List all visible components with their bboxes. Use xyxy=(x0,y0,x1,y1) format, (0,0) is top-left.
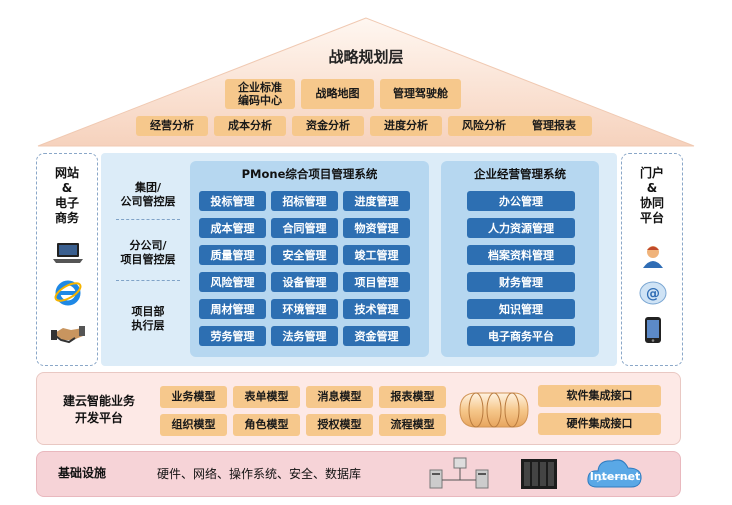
pmone-module: 法务管理 xyxy=(271,326,338,346)
pmone-module: 合同管理 xyxy=(271,218,338,238)
strategy-analysis-risk: 风险分析 xyxy=(448,116,520,136)
enterprise-module: 人力资源管理 xyxy=(467,218,575,238)
level-line: 公司管控层 xyxy=(120,195,176,208)
pmone-module: 物资管理 xyxy=(343,218,410,238)
pmone-module: 进度管理 xyxy=(343,191,410,211)
right-title-line: & xyxy=(646,181,658,195)
pmone-module: 招标管理 xyxy=(271,191,338,211)
ie-browser-icon xyxy=(54,280,82,306)
dev-model: 流程模型 xyxy=(379,414,446,436)
left-title-line: 商务 xyxy=(54,211,79,225)
pmone-title: PMone综合项目管理系统 xyxy=(241,167,378,181)
pmone-module: 质量管理 xyxy=(199,245,266,265)
dev-model: 业务模型 xyxy=(160,386,227,408)
level-divider xyxy=(116,219,180,220)
strategy-item-strategy-map: 战略地图 xyxy=(301,79,374,109)
internet-cloud-icon xyxy=(587,459,642,488)
infrastructure-panel xyxy=(36,451,681,497)
level-divider xyxy=(116,280,180,281)
strategy-analysis-cost: 成本分析 xyxy=(214,116,286,136)
enterprise-module: 知识管理 xyxy=(467,299,575,319)
dev-model: 表单模型 xyxy=(233,386,300,408)
server-icon xyxy=(521,459,557,489)
pmone-module: 项目管理 xyxy=(343,272,410,292)
infrastructure-description: 硬件、网络、操作系统、安全、数据库 xyxy=(157,467,362,481)
pmone-module: 周材管理 xyxy=(199,299,266,319)
strategy-item-coding-center: 企业标准 编码中心 xyxy=(225,79,295,109)
handshake-icon xyxy=(51,326,85,344)
left-title-line: 网站 xyxy=(54,166,79,180)
user-icon xyxy=(643,246,663,268)
pmone-module: 竣工管理 xyxy=(343,245,410,265)
phone-icon xyxy=(645,317,661,343)
enterprise-module: 电子商务平台 xyxy=(467,326,575,346)
strategy-analysis-progress: 进度分析 xyxy=(370,116,442,136)
enterprise-module: 财务管理 xyxy=(467,272,575,292)
internet-label: Internet xyxy=(589,470,641,483)
laptop-icon xyxy=(53,243,83,263)
integration-connector-icon xyxy=(459,392,529,428)
dev-model: 报表模型 xyxy=(379,386,446,408)
software-integration-interface: 软件集成接口 xyxy=(538,385,661,407)
svg-text:@: @ xyxy=(646,286,660,302)
enterprise-title: 企业经营管理系统 xyxy=(474,167,566,181)
level-line: 项目部 xyxy=(131,305,165,318)
strategy-title: 战略规划层 xyxy=(328,48,404,66)
portal-collaboration-panel: 门户 & 协同 平台 @ xyxy=(621,153,683,366)
right-title-line: 协同 xyxy=(639,196,664,210)
strategy-report: 管理报表 xyxy=(516,116,592,136)
right-title-line: 平台 xyxy=(639,211,664,225)
level-line: 执行层 xyxy=(131,319,165,332)
level-line: 项目管控层 xyxy=(120,253,176,266)
email-icon: @ xyxy=(639,281,667,305)
dev-model: 组织模型 xyxy=(160,414,227,436)
pmone-module: 安全管理 xyxy=(271,245,338,265)
level-line: 分公司/ xyxy=(129,239,167,252)
network-computers-icon xyxy=(429,457,489,489)
dev-model: 角色模型 xyxy=(233,414,300,436)
pmone-module: 投标管理 xyxy=(199,191,266,211)
pmone-module: 风险管理 xyxy=(199,272,266,292)
left-title-line: 电子 xyxy=(54,196,79,210)
level-group-company: 集团/ 公司管控层 xyxy=(105,181,191,209)
dev-title-line: 开发平台 xyxy=(74,411,123,425)
pmone-module: 成本管理 xyxy=(199,218,266,238)
enterprise-module: 办公管理 xyxy=(467,191,575,211)
strategy-analysis-fund: 资金分析 xyxy=(292,116,364,136)
pmone-module: 环境管理 xyxy=(271,299,338,319)
dev-model: 授权模型 xyxy=(306,414,373,436)
left-title-line: & xyxy=(61,181,73,195)
strategy-item-cockpit: 管理驾驶舱 xyxy=(380,79,461,109)
dev-title-line: 建云智能业务 xyxy=(62,394,135,408)
pmone-module: 劳务管理 xyxy=(199,326,266,346)
infrastructure-title: 基础设施 xyxy=(58,466,107,480)
level-project-execution: 项目部 执行层 xyxy=(105,305,191,333)
pmone-module: 设备管理 xyxy=(271,272,338,292)
dev-platform-title: 建云智能业务 开发平台 xyxy=(40,393,158,427)
roof-shape xyxy=(37,17,695,147)
enterprise-module: 档案资料管理 xyxy=(467,245,575,265)
level-branch-project: 分公司/ 项目管控层 xyxy=(105,239,191,267)
dev-model: 消息模型 xyxy=(306,386,373,408)
pmone-module: 资金管理 xyxy=(343,326,410,346)
website-ecommerce-panel: 网站 & 电子 商务 xyxy=(36,153,98,366)
hardware-integration-interface: 硬件集成接口 xyxy=(538,413,661,435)
strategy-analysis-operation: 经营分析 xyxy=(136,116,208,136)
right-title-line: 门户 xyxy=(639,166,664,180)
pmone-module: 技术管理 xyxy=(343,299,410,319)
level-line: 集团/ xyxy=(134,181,162,194)
